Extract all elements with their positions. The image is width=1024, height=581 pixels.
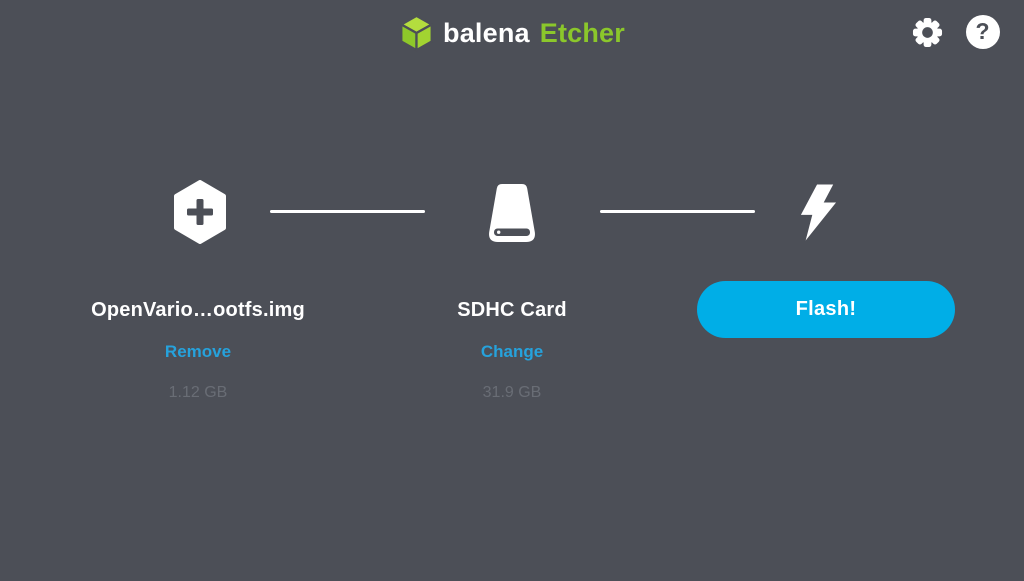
image-size: 1.12 GB: [168, 384, 228, 401]
lightning-bolt-icon: [800, 184, 837, 241]
help-button[interactable]: ?: [965, 14, 1000, 49]
image-file-name: OpenVario…ootfs.img: [91, 299, 305, 321]
brand-logo: balena Etcher: [0, 14, 1024, 52]
step-connector-line: [270, 210, 425, 213]
brand-text-etcher: Etcher: [539, 17, 625, 48]
change-drive-link[interactable]: Change: [480, 342, 544, 361]
selected-drive-step: [486, 182, 538, 249]
drive-icon: [489, 184, 535, 242]
balena-cube-icon: [400, 14, 433, 52]
flash-button[interactable]: Flash!: [697, 281, 955, 338]
header: balena Etcher ?: [0, 0, 1024, 64]
question-mark-icon: ?: [965, 14, 1000, 49]
drive-size: 31.9 GB: [482, 384, 542, 401]
gear-icon: [912, 17, 942, 47]
flash-step: [799, 183, 837, 246]
remove-image-link[interactable]: Remove: [164, 342, 232, 361]
selected-image-step: [172, 180, 228, 249]
plus-icon: [174, 180, 226, 244]
step-connector-line: [600, 210, 755, 213]
brand-text-balena: balena: [443, 17, 530, 48]
drive-name: SDHC Card: [457, 299, 567, 321]
settings-button[interactable]: [911, 16, 943, 48]
